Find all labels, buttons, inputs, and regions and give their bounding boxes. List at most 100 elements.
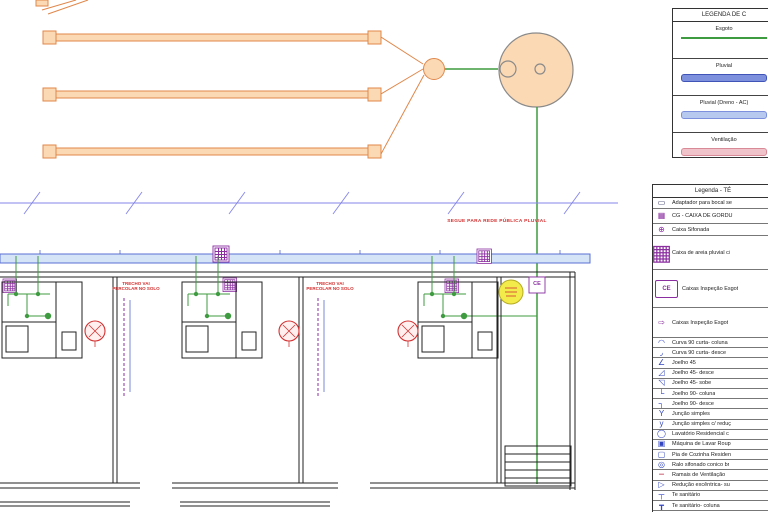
sanitary-tee-column-icon: ┳ — [659, 501, 664, 510]
legend-symbol-label: Joelho 90- desce — [672, 400, 714, 407]
legend-symbol-label: Caixas Inspeção Esgot — [672, 319, 729, 326]
legend-symbol-label: Junção simples c/ reduç — [672, 421, 731, 428]
legend-symbol-row: └ Joelho 90- coluna — [653, 388, 768, 400]
legend-symbols-rows: ▭ Adaptador para bocal se ▦ CG - CAIXA D… — [653, 198, 768, 512]
curve-90-column-icon: ◠ — [658, 338, 665, 347]
legend-symbol-row: ▣ Máquina de Lavar Roup — [653, 439, 768, 451]
legend-symbol-label: Caixa Sifonada — [672, 226, 710, 233]
legend-symbol-label: Caixa de areia pluvial c/ — [672, 249, 731, 256]
legend-symbol-label: Adaptador para bocal se — [672, 200, 732, 206]
legend-symbol-label: Joelho 45 — [672, 359, 696, 366]
legend-symbol-row: ◞ Curva 90 curta- desce — [653, 348, 768, 359]
legend-symbol-row: ◯ Lavatório Residencial c — [653, 430, 768, 440]
junction-reduction-icon: y — [659, 419, 664, 429]
legend-line-sample — [681, 74, 767, 82]
collector-hub — [423, 58, 445, 80]
legend-symbol-row: ⇨ Caixas Inspeção Esgot — [653, 308, 768, 338]
vent-riser — [123, 298, 325, 397]
sanitary-tee-icon: ┬ — [658, 490, 665, 500]
legend-symbol-label: Curva 90 curta- coluna — [672, 339, 728, 346]
legend-symbol-label: Ralo sifonado conico br — [672, 461, 730, 468]
drain-circle — [84, 320, 106, 347]
elbow-45-icon: ∠ — [657, 358, 666, 367]
conical-drain-icon: ◎ — [658, 460, 665, 469]
grease-trap-box-icon: ▦ — [657, 211, 666, 220]
legend-colors-title: LEGENDA DE C — [673, 9, 768, 22]
legend-color-row: Esgoto — [673, 26, 768, 59]
percolate-note-right: TRECHO VAI PERCOLAR NO SOLO — [306, 281, 354, 292]
washing-machine-icon: ▣ — [657, 439, 666, 449]
lavatory-icon: ◯ — [657, 429, 666, 439]
legend-color-row: Pluvial (Dreno - AC) — [673, 100, 768, 133]
legend-symbol-row: ┳ Te sanitário- coluna — [653, 501, 768, 512]
legend-color-row: Ventilação — [673, 137, 768, 170]
pluvial-pipe — [0, 250, 591, 264]
legend-symbols-title: Legenda - TÉ — [653, 185, 768, 198]
legend-symbol-label: Pia de Cozinha Residen — [672, 451, 732, 458]
elbow-45-down-icon: ◿ — [658, 368, 665, 378]
septic-pipes — [35, 0, 425, 159]
legend-symbol-row: y Junção simples c/ reduç — [653, 420, 768, 430]
legend-line-sample — [681, 111, 767, 119]
drain-circle — [397, 320, 419, 347]
legend-symbol-label: Ramais de Ventilação — [672, 472, 726, 479]
curve-90-down-icon: ◞ — [659, 348, 664, 357]
legend-symbol-row: ◹ Joelho 45- sobe — [653, 379, 768, 389]
legend-symbol-label: Te sanitário- coluna — [672, 502, 720, 509]
legend-symbols-panel: Legenda - TÉ ▭ Adaptador para bocal se ▦… — [652, 184, 768, 512]
legend-symbol-label: Joelho 45- desce — [672, 370, 714, 377]
legend-symbol-row: ◠ Curva 90 curta- coluna — [653, 338, 768, 349]
legend-symbol-label: CG - CAIXA DE GORDU — [672, 213, 733, 219]
legend-colors-panel: LEGENDA DE C Esgoto Pluvial Pluvial (Dre… — [672, 8, 768, 158]
legend-symbol-label: Lavatório Residencial c — [672, 431, 729, 438]
siphon-box-icon: ⊕ — [658, 224, 665, 234]
legend-color-row: Pluvial — [673, 63, 768, 96]
bathroom-unit — [1, 255, 83, 359]
legend-symbol-row: ◿ Joelho 45- desce — [653, 369, 768, 379]
legend-symbol-label: Curva 90 curta- desce — [672, 349, 727, 356]
legend-symbol-row: ⊕ Caixa Sifonada — [653, 224, 768, 236]
sewage-inspection-box-icon: CE — [655, 279, 678, 298]
stairs — [504, 445, 572, 487]
legend-symbol-row: ∠ Joelho 45 — [653, 358, 768, 369]
legend-symbol-label: Máquina de Lavar Roup — [672, 441, 731, 448]
legend-symbol-label: Junção simples — [672, 410, 710, 417]
elbow-90-column-icon: └ — [658, 388, 665, 398]
vent-branch-icon: ━ — [659, 470, 664, 480]
legend-symbol-row: ◎ Ralo sifonado conico br — [653, 460, 768, 471]
legend-symbol-row: ▭ Adaptador para bocal se — [653, 198, 768, 209]
simple-junction-icon: Y — [658, 409, 665, 418]
elbow-45-up-icon: ◹ — [658, 378, 665, 388]
adapter-nozzle-icon: ▭ — [657, 198, 666, 207]
sewage-inspection-arrow-icon: ⇨ — [658, 317, 665, 327]
legend-symbol-row: CE Caixas Inspeção Esgot — [653, 270, 768, 308]
bathroom-unit — [417, 255, 499, 359]
legend-symbol-row: ▦ CG - CAIXA DE GORDU — [653, 209, 768, 224]
inspection-box — [528, 276, 546, 294]
legend-symbol-label: Te sanitário — [672, 492, 701, 499]
legend-line-sample — [681, 37, 767, 39]
legend-colors-rows: Esgoto Pluvial Pluvial (Dreno - AC) Vent… — [673, 26, 768, 170]
legend-symbol-row: ▦ Caixa de areia pluvial c/ — [653, 236, 768, 270]
legend-color-label: Pluvial (Dreno - AC) — [699, 100, 749, 106]
septic-tank — [445, 32, 574, 108]
legend-color-label: Pluvial — [715, 63, 733, 69]
note-balloon — [498, 279, 524, 305]
legend-color-label: Ventilação — [711, 137, 737, 143]
drain-circle — [278, 320, 300, 347]
walls — [0, 271, 576, 507]
legend-symbol-row: ┐ Joelho 90- desce — [653, 399, 768, 410]
legend-symbol-row: Y Junção simples — [653, 409, 768, 420]
bathroom-unit — [181, 255, 263, 359]
legend-symbol-label: Caixas Inspeção Esgot — [682, 285, 739, 292]
legend-symbol-label: Joelho 90- coluna — [672, 390, 716, 397]
inspection-box-label: CE — [533, 281, 541, 287]
kitchen-sink-icon: ▢ — [657, 450, 666, 459]
legend-symbol-label: Redução excêntrica- su — [672, 482, 730, 489]
legend-symbol-label: Joelho 45- sobe — [672, 380, 712, 387]
legend-line-sample — [681, 148, 767, 156]
percolate-note-left: TRECHO VAI PERCOLAR NO SOLO — [112, 281, 160, 292]
elbow-90-down-icon: ┐ — [658, 399, 665, 408]
